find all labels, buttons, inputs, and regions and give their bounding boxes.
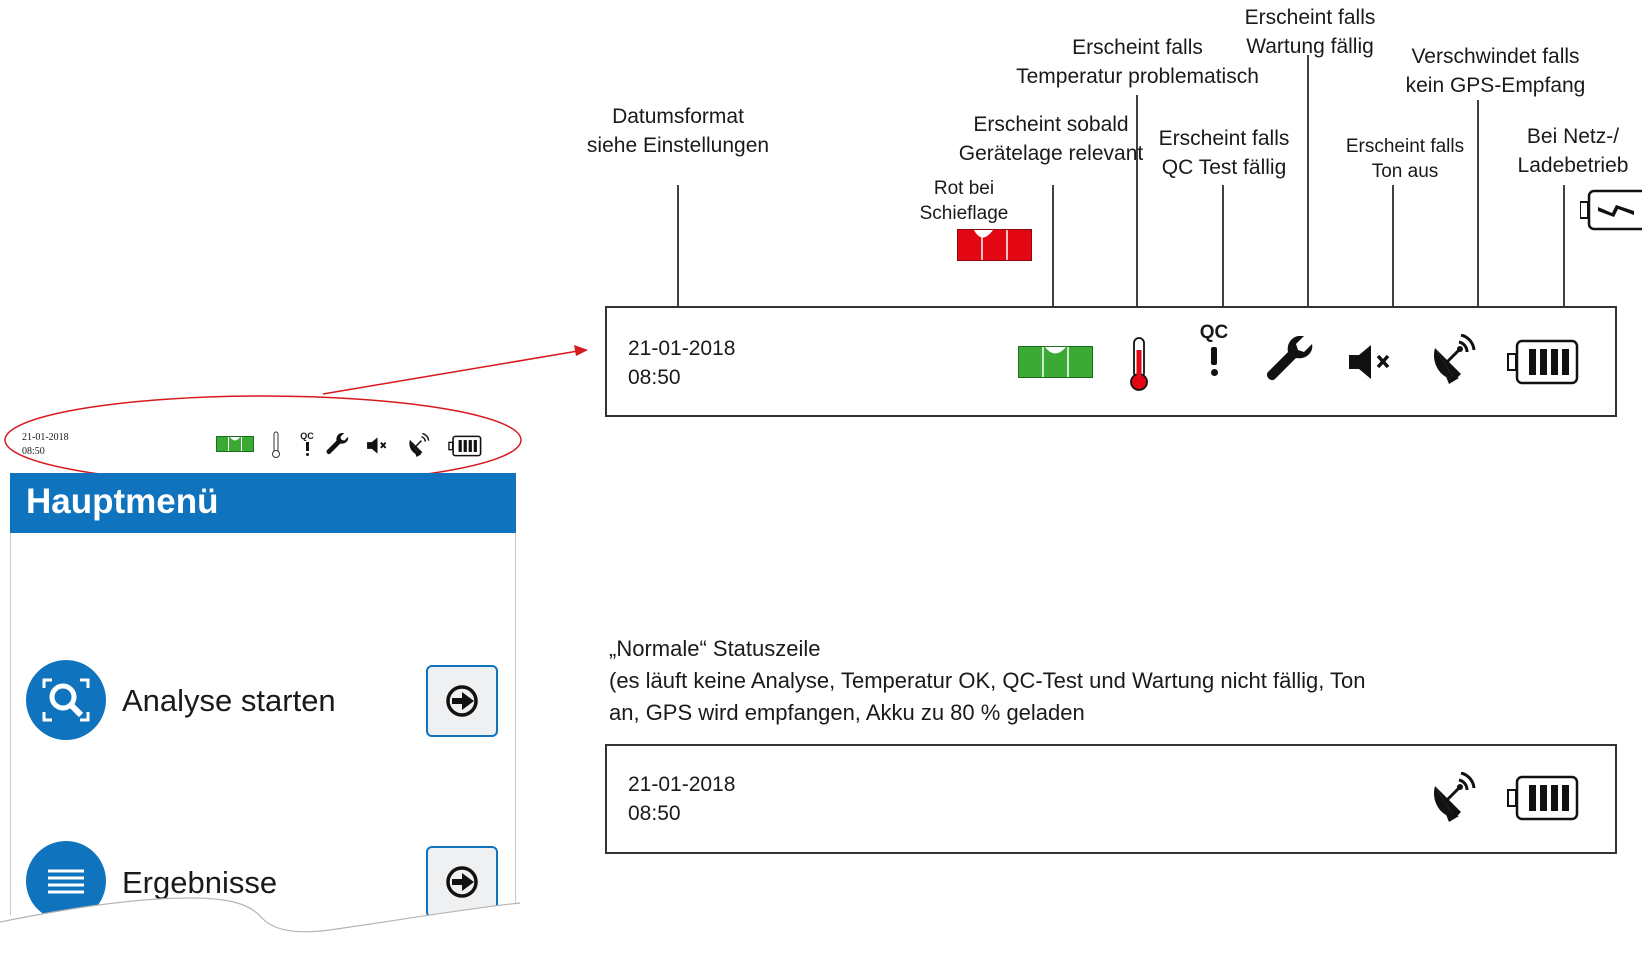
annotation-sound: Erscheint falls Ton aus xyxy=(1345,136,1465,182)
statusbar-date: 21-01-2018 08:50 xyxy=(628,337,736,389)
annotation-gps: Verschwindet falls kein GPS-Empfang xyxy=(1405,45,1586,97)
wrench-icon xyxy=(1266,336,1313,381)
sound-off-icon xyxy=(1349,345,1390,379)
battery-icon xyxy=(1507,775,1579,821)
device-screen: 21-01-2018 08:50 QC xyxy=(10,395,516,955)
annotation-maintenance: Erscheint falls Wartung fällig xyxy=(1244,6,1376,58)
main-menu-header: Hauptmenü xyxy=(10,473,516,533)
menu-item-results-label[interactable]: Ergebnisse xyxy=(122,865,278,900)
analysis-search-icon[interactable] xyxy=(26,660,106,740)
level-red-icon xyxy=(957,229,1032,261)
gps-satellite-icon xyxy=(409,433,430,458)
qc-icon: QC xyxy=(1197,322,1231,382)
gps-satellite-icon xyxy=(1433,772,1476,822)
sound-off-icon xyxy=(367,437,387,454)
qc-icon: QC xyxy=(299,431,315,456)
gps-satellite-icon xyxy=(1433,334,1476,384)
statusbar-normal: 21-01-2018 08:50 xyxy=(605,744,1617,854)
annotation-level: Erscheint sobald Gerätelage relevant xyxy=(958,113,1144,165)
thermometer-icon xyxy=(272,431,280,458)
annotation-tilt-red: Rot bei Schieflage xyxy=(919,178,1009,224)
annotation-charging: Bei Netz-/ Ladebetrieb xyxy=(1517,125,1629,177)
page-title: Hauptmenü xyxy=(26,482,219,521)
annotation-qc: Erscheint falls QC Test fällig xyxy=(1158,127,1290,179)
annotation-date-format: Datumsformat siehe Einstellungen xyxy=(586,105,770,157)
callout-line xyxy=(322,350,579,395)
battery-icon xyxy=(1507,339,1579,385)
thermometer-icon xyxy=(1130,337,1148,391)
statusbar-full: 21-01-2018 08:50 QC xyxy=(605,306,1617,417)
statusbar-normal-date: 21-01-2018 08:50 xyxy=(628,773,736,825)
level-green-icon xyxy=(216,436,254,452)
analyse-start-arrow-button[interactable] xyxy=(426,665,498,737)
device-outline xyxy=(10,473,516,915)
level-green-icon xyxy=(1018,346,1093,378)
results-arrow-button[interactable] xyxy=(426,846,498,918)
annotation-temperature: Erscheint falls Temperatur problematisch xyxy=(1016,36,1259,88)
battery-icon xyxy=(448,435,482,457)
battery-charging-icon xyxy=(1580,189,1642,231)
device-status-date: 21-01-2018 08:50 xyxy=(22,432,69,457)
normal-statusbar-description: „Normale“ Statuszeile (es läuft keine An… xyxy=(609,636,1366,725)
wrench-icon xyxy=(326,433,349,455)
callout-arrowhead xyxy=(574,345,588,356)
menu-item-analyse-label[interactable]: Analyse starten xyxy=(122,683,336,718)
torn-edge xyxy=(0,897,540,937)
